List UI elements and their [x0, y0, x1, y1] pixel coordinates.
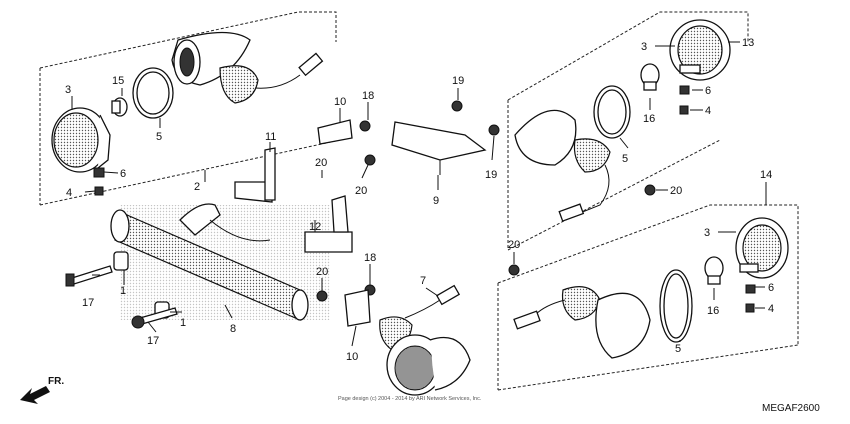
bolt-20-rb[interactable]: [508, 264, 520, 276]
bolt-19-b[interactable]: [488, 124, 500, 136]
callout-1a: 1: [120, 285, 126, 297]
right-bottom-assembly-box: [497, 204, 799, 391]
bulb-16-top[interactable]: [640, 63, 660, 91]
screw-4-top[interactable]: [679, 105, 689, 115]
callout-8: 8: [230, 323, 236, 335]
callout-4a: 4: [66, 187, 72, 199]
callout-3b: 3: [641, 41, 647, 53]
lens-13[interactable]: [669, 19, 731, 81]
callout-12: 12: [309, 221, 321, 233]
callout-19a: 19: [452, 75, 464, 87]
bracket-11[interactable]: [234, 147, 276, 203]
right-bottom-housing[interactable]: [513, 286, 651, 359]
callout-11: 11: [265, 131, 276, 143]
screw-4-rb[interactable]: [745, 303, 755, 313]
callout-5b: 5: [622, 153, 628, 165]
callout-3a: 3: [65, 84, 71, 96]
bulb-16-bottom[interactable]: [704, 256, 724, 285]
plate-10-top[interactable]: [317, 119, 353, 145]
callout-19b: 19: [485, 169, 497, 181]
front-direction-arrow: FR.: [20, 376, 64, 404]
bolt-17-b[interactable]: [131, 307, 178, 329]
left-lens[interactable]: [51, 107, 111, 173]
callouts: 3 15 5 6 4 2 17 1 17 1 8 11 10 18 20 19 …: [65, 37, 774, 363]
nut-6-left[interactable]: [93, 167, 105, 178]
plate-10-low[interactable]: [344, 289, 371, 327]
bolt-18-top[interactable]: [359, 120, 371, 132]
nut-6-rb[interactable]: [745, 284, 756, 294]
collar-1-a[interactable]: [113, 251, 129, 271]
callout-5c: 5: [675, 343, 681, 355]
copyright-text: Page design (c) 2004 - 2014 by ARI Netwo…: [338, 396, 482, 402]
right-top-housing[interactable]: [514, 109, 611, 222]
callout-13: 13: [742, 37, 754, 49]
callout-3c: 3: [704, 227, 710, 239]
callout-14: 14: [760, 169, 772, 181]
callout-6b: 6: [705, 85, 711, 97]
bolt-20-mid[interactable]: [364, 154, 376, 166]
stay-bar-8[interactable]: [110, 203, 309, 321]
bolt-20-low[interactable]: [316, 290, 328, 302]
bracket-9[interactable]: [391, 121, 487, 175]
callout-10a: 10: [334, 96, 346, 108]
callout-4c: 4: [768, 303, 774, 315]
callout-16b: 16: [707, 305, 719, 317]
callout-2: 2: [194, 181, 200, 193]
bulb-15[interactable]: [111, 97, 128, 117]
callout-5a: 5: [156, 131, 162, 143]
callout-20a: 20: [315, 157, 327, 169]
callout-18b: 18: [364, 252, 376, 264]
lens-rb[interactable]: [735, 217, 789, 279]
diagram-code: MEGAF2600: [762, 403, 820, 414]
bolt-20-right[interactable]: [644, 184, 656, 196]
bolt-19-a[interactable]: [451, 100, 463, 112]
callout-18a: 18: [362, 90, 374, 102]
left-housing[interactable]: [171, 31, 324, 104]
right-top-assembly-box: [507, 11, 749, 251]
callout-17b: 17: [147, 335, 159, 347]
callout-1b: 1: [180, 317, 186, 329]
callout-17a: 17: [82, 297, 94, 309]
callout-7: 7: [420, 275, 426, 287]
gasket-ring-left[interactable]: [132, 67, 174, 119]
callout-6a: 6: [120, 168, 126, 180]
callout-16a: 16: [643, 113, 655, 125]
front-left-lamp[interactable]: [379, 284, 471, 396]
callout-9: 9: [433, 195, 439, 207]
gasket-ring-right-top[interactable]: [593, 85, 631, 139]
callout-6c: 6: [768, 282, 774, 294]
callout-10b: 10: [346, 351, 358, 363]
leader-lines: [71, 41, 767, 347]
callout-20d: 20: [670, 185, 682, 197]
callout-20b: 20: [355, 185, 367, 197]
callout-4b: 4: [705, 105, 711, 117]
callout-20c: 20: [316, 266, 328, 278]
bolt-17-a[interactable]: [65, 265, 113, 287]
gasket-ring-right-bottom[interactable]: [659, 269, 693, 343]
callout-15: 15: [112, 75, 124, 87]
bracket-12[interactable]: [304, 195, 353, 253]
screw-4-left[interactable]: [94, 186, 104, 196]
left-assembly-box: [39, 11, 341, 206]
callout-20e: 20: [508, 239, 520, 251]
nut-6-top[interactable]: [679, 85, 690, 95]
fr-label: FR.: [48, 376, 64, 387]
